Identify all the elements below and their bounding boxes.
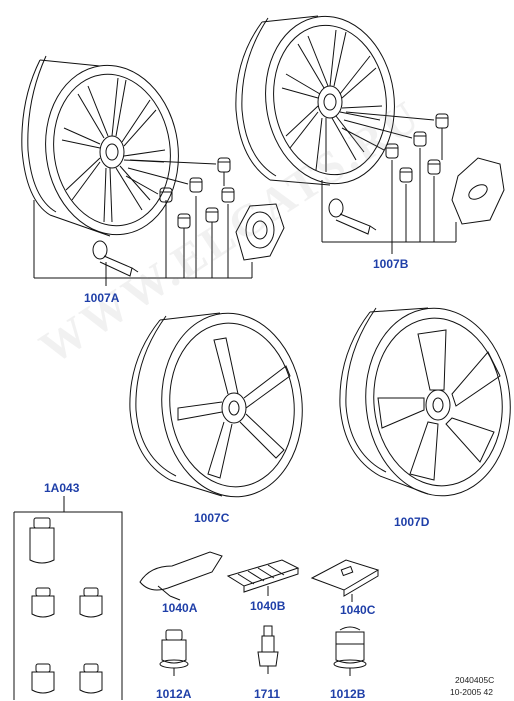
callout-1a043: 1A043: [44, 481, 80, 495]
callout-1012a: 1012A: [156, 687, 192, 701]
wheel-1007c: [129, 312, 303, 498]
wheel-1007a: [21, 55, 179, 237]
callout-1007a: 1007A: [84, 291, 120, 305]
callout-1007b: 1007B: [373, 257, 409, 271]
valve-1711: [257, 625, 279, 674]
nut-1012a: [159, 629, 189, 676]
valve-1007a: [92, 240, 139, 277]
callout-1040b: 1040B: [250, 599, 286, 613]
weight-1040c: [310, 559, 380, 602]
weight-1040a: [139, 551, 223, 601]
callout-1007c: 1007C: [194, 511, 230, 525]
reference-code: 2040405C: [455, 675, 495, 685]
callout-1012b: 1012B: [330, 687, 366, 701]
callout-1040a: 1040A: [162, 601, 198, 615]
center-cap-1007b: [451, 157, 505, 225]
bracket-1007a: [33, 172, 253, 286]
lock-kit-1a043: [13, 496, 123, 700]
reference-date: 10-2005 42: [450, 687, 494, 697]
lug-nuts-1007b: [341, 111, 449, 183]
nut-1012b: [333, 626, 367, 676]
valve-1007b: [328, 198, 377, 235]
wheel-1007d: [339, 307, 511, 497]
callout-1007d: 1007D: [394, 515, 430, 529]
bracket-1007b: [321, 128, 457, 254]
weight-1040b: [226, 559, 300, 596]
wheel-1007b: [235, 15, 395, 186]
callout-1040c: 1040C: [340, 603, 376, 617]
center-cap-1007a: [235, 203, 285, 261]
callout-1711: 1711: [254, 687, 281, 701]
lug-nuts-1007a: [125, 157, 235, 229]
